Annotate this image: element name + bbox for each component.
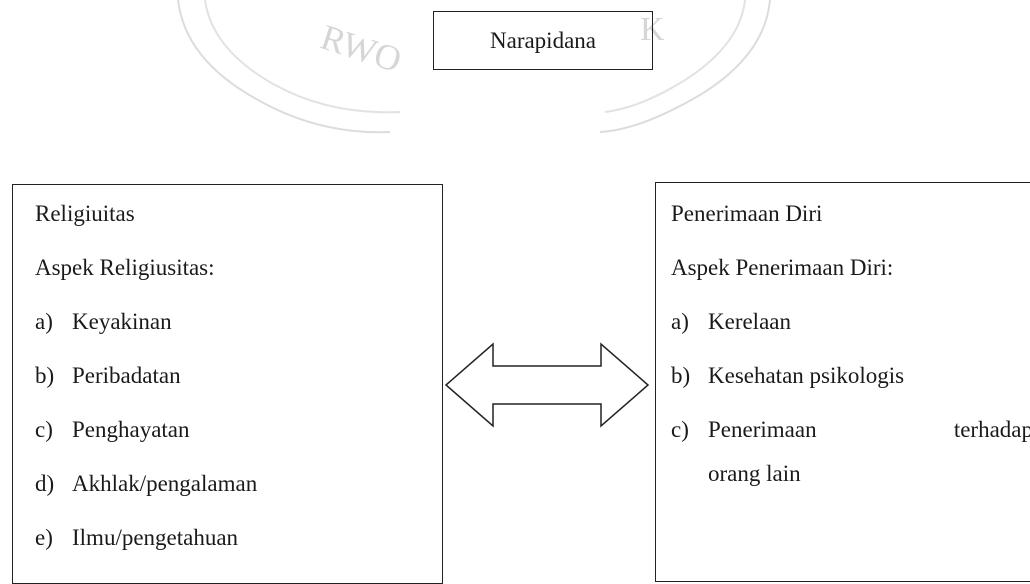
list-item: b) Peribadatan — [35, 361, 442, 391]
watermark-text: RWO — [316, 17, 406, 80]
list-item-continuation: orang lain — [708, 461, 801, 486]
narapidana-label: Narapidana — [490, 27, 596, 53]
list-marker: c) — [35, 417, 53, 442]
list-item-text: Ilmu/pengetahuan — [72, 525, 239, 550]
religiusitas-box: Religiuitas Aspek Religiusitas: a) Keyak… — [12, 184, 443, 584]
list-item: b) Kesehatan psikologis — [671, 361, 1030, 391]
list-item: d) Akhlak/pengalaman — [35, 469, 442, 499]
list-item-text: Peribadatan — [72, 363, 181, 388]
list-item: c) Penerimaan terhadap — [671, 415, 1030, 445]
list-item-text: Penghayatan — [72, 417, 190, 442]
watermark-seal: RWO K — [177, 0, 771, 134]
list-item: a) Keyakinan — [35, 307, 442, 337]
list-marker: c) — [671, 417, 689, 442]
penerimaan-diri-title: Penerimaan Diri — [671, 201, 823, 226]
penerimaan-diri-box: Penerimaan Diri Aspek Penerimaan Diri: a… — [655, 182, 1030, 582]
list-item-word: terhadap — [953, 417, 1030, 442]
list-marker: d) — [35, 471, 55, 496]
list-item: e) Ilmu/pengetahuan — [35, 523, 442, 553]
list-item-text: Keyakinan — [72, 309, 172, 334]
list-item-text: Penerimaan terhadap — [708, 415, 1030, 445]
religiusitas-title: Religiuitas — [35, 201, 135, 226]
list-item-word: Penerimaan — [708, 417, 817, 442]
religiusitas-subtitle: Aspek Religiusitas: — [35, 255, 215, 280]
list-marker: a) — [671, 309, 689, 334]
list-item: c) Penghayatan — [35, 415, 442, 445]
double-arrow-icon — [445, 342, 650, 428]
list-item-text: Kesehatan psikologis — [708, 363, 905, 388]
penerimaan-diri-subtitle: Aspek Penerimaan Diri: — [671, 255, 894, 280]
list-marker: e) — [35, 525, 53, 550]
list-marker: b) — [35, 363, 55, 388]
list-item: a) Kerelaan — [671, 307, 1030, 337]
list-marker: a) — [35, 309, 53, 334]
list-item-text: Akhlak/pengalaman — [72, 471, 258, 496]
narapidana-box: Narapidana — [433, 11, 653, 70]
list-item-text: Kerelaan — [708, 309, 791, 334]
list-marker: b) — [671, 363, 691, 388]
